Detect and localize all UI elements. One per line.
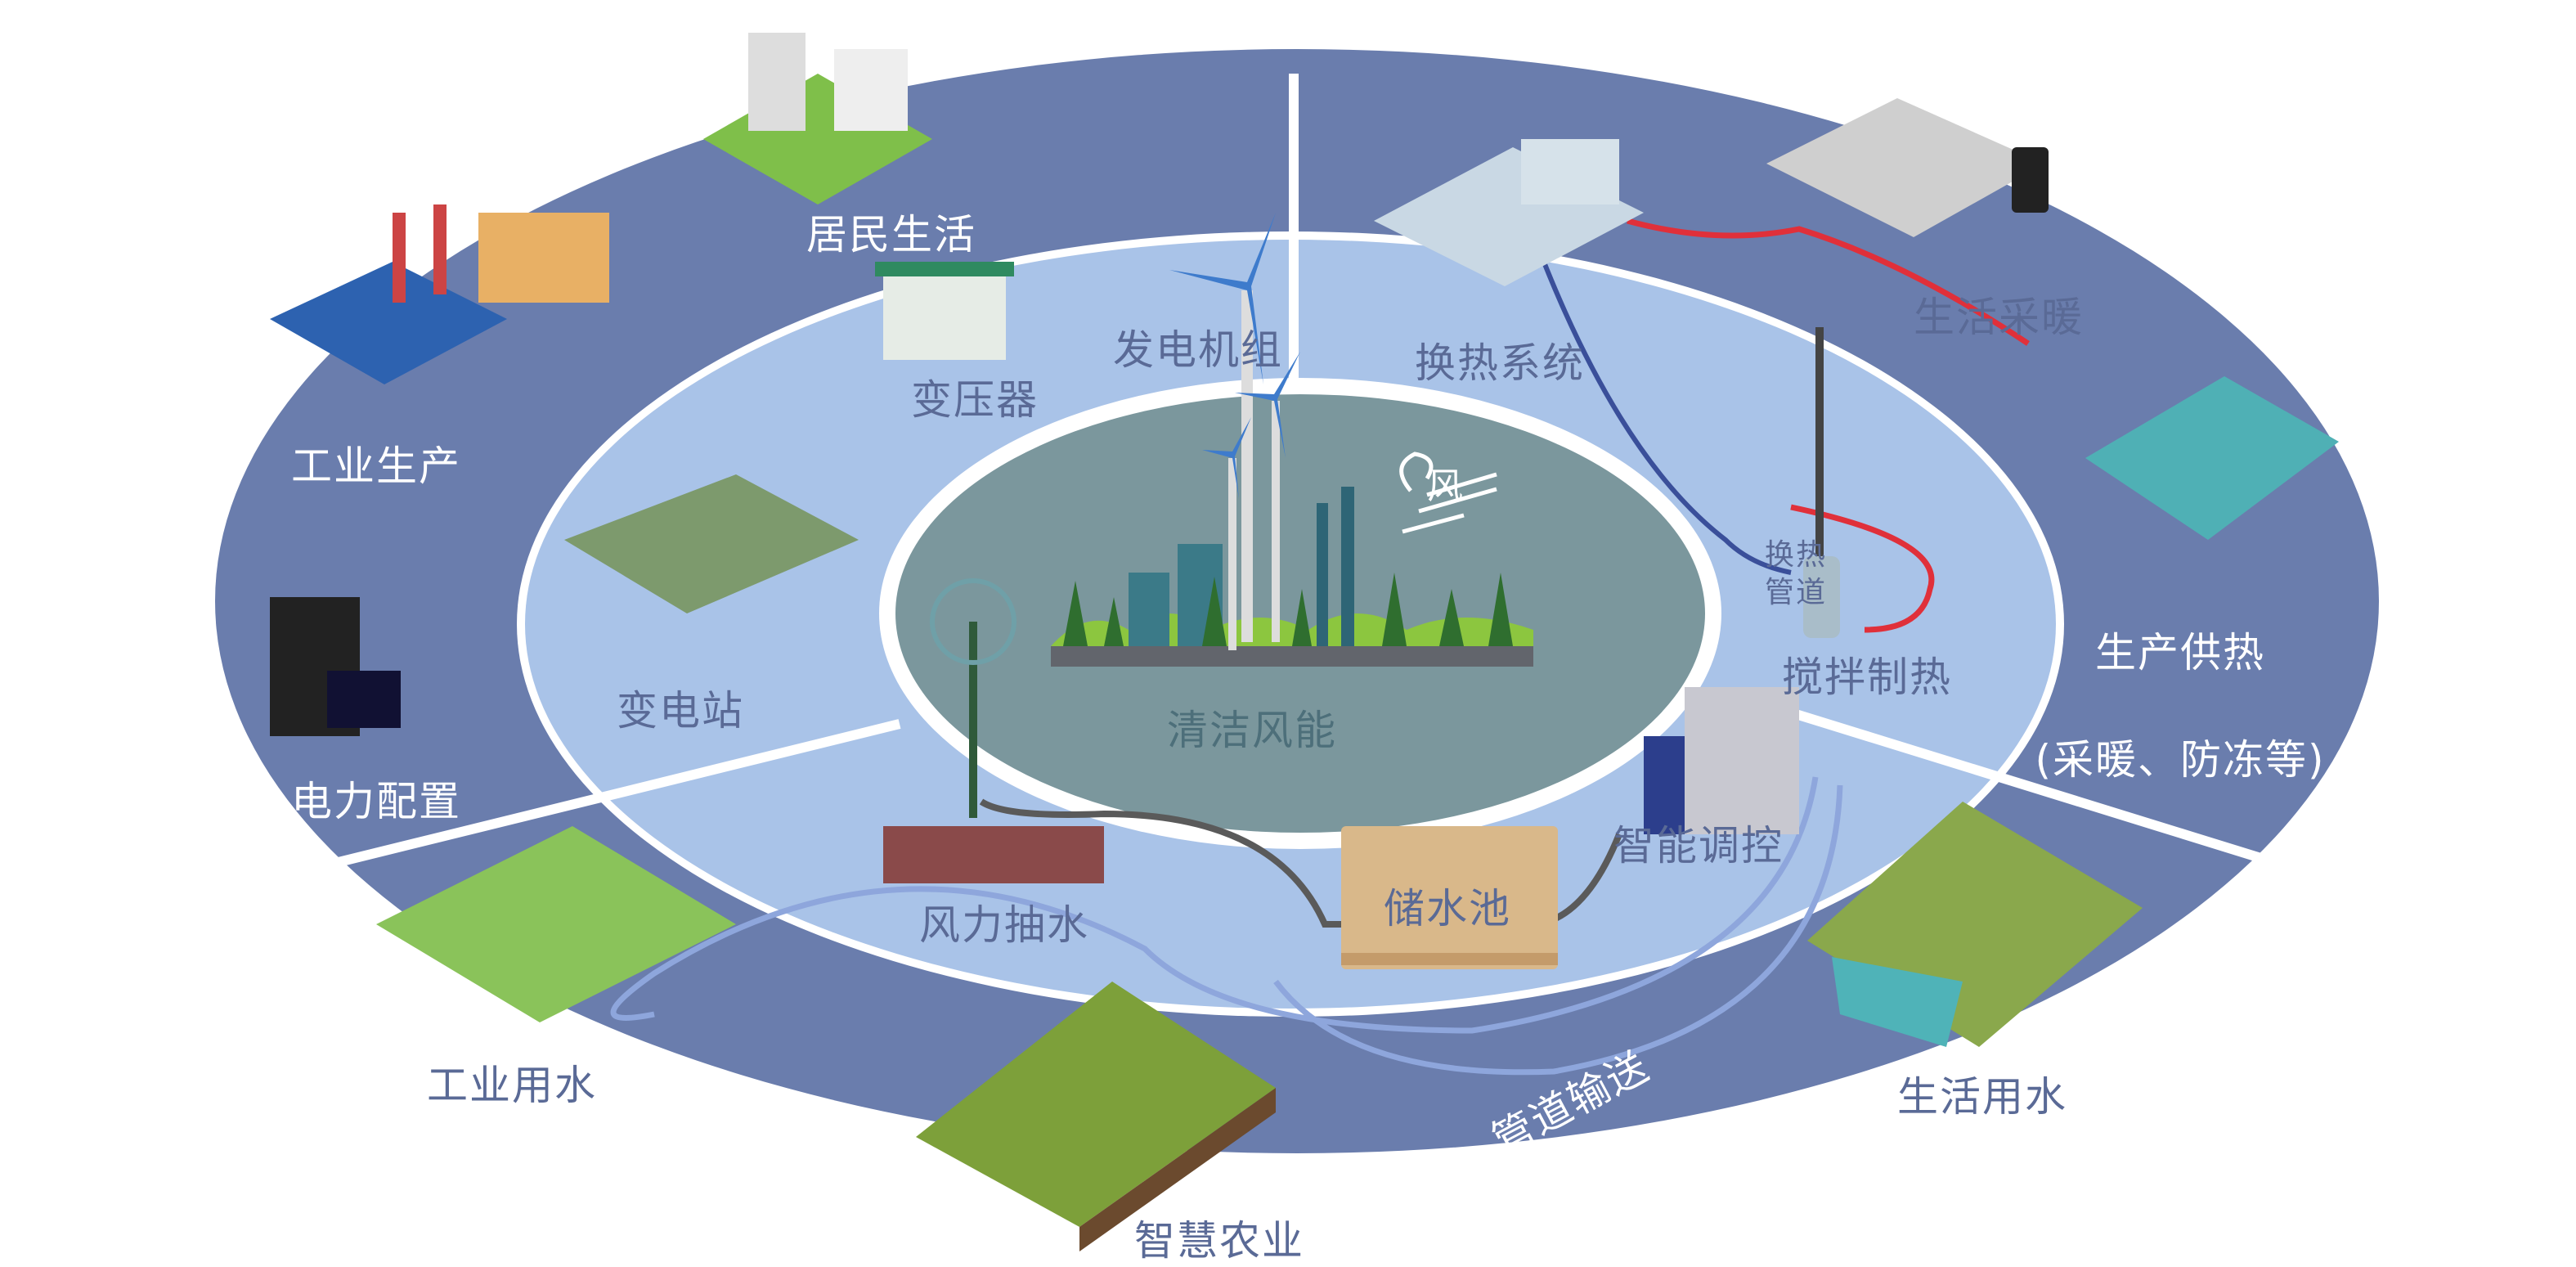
farm-icon [1807,802,2143,1047]
label-production-heating: 生产供热 [2095,629,2265,676]
label-industrial-water: 工业用水 [427,1062,597,1109]
label-industrial-production: 工业生产 [291,443,461,490]
label-power-allocation: 电力配置 [291,778,461,825]
industrial-plant-icon [376,826,736,1022]
residential-buildings-icon [703,33,932,204]
substation-icon [564,474,859,613]
wind-symbol-icon [1399,452,1497,534]
smart-control-unit-icon [1644,687,1799,834]
divider-right [1773,703,2291,872]
label-smart-control: 智能调控 [1613,822,1784,869]
factory-heating-icon [2085,376,2339,540]
label-domestic-heating: 生活采暖 [1914,294,2084,341]
heat-pipe-blue [1535,244,1792,575]
divider-left [334,719,901,868]
wind-farm-illustration [1051,213,1533,667]
factory-icon [270,204,609,384]
greenhouse-icon [916,982,1276,1251]
label-heat-exchange-pipe: 换热管道 [1764,538,1827,609]
label-transformer: 变压器 [911,376,1039,424]
reservoir-tank-icon [1341,826,1558,969]
server-icon [270,597,401,736]
label-reservoir: 储水池 [1384,885,1511,932]
stirring-heater-icon [1803,327,1840,638]
label-smart-agriculture: 智慧农业 [1134,1217,1304,1265]
water-pipe-blue-2 [1273,784,1843,1076]
label-residential: 居民生活 [806,211,976,258]
label-heat-exchange-system: 换热系统 [1415,339,1585,387]
water-pipe-grey [979,798,1622,928]
house-heating-icon [1766,98,2049,237]
heat-pipe-red [1627,218,2030,633]
wind-pump-icon [883,578,1104,883]
wind-glyph: 风 [1427,465,1465,507]
label-stirring-heating: 搅拌制热 [1782,654,1952,701]
transformer-box-icon [875,262,1014,360]
heat-exchange-plant-icon [1374,139,1644,286]
label-domestic-water: 生活用水 [1897,1073,2067,1121]
label-generator: 发电机组 [1113,326,1283,374]
water-pipe-blue [610,776,1819,1034]
center-title: 清洁风能 [1167,707,1337,754]
label-production-heating-note: (采暖、防冻等) [2035,736,2326,784]
label-wind-pumping: 风力抽水 [919,901,1089,949]
label-substation: 变电站 [617,687,744,735]
